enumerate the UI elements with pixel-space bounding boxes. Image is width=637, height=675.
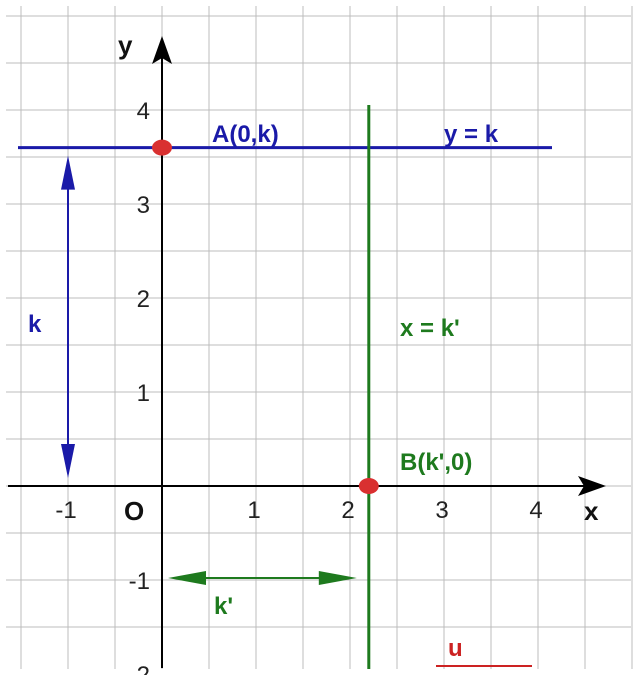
origin-label: O	[124, 496, 144, 526]
x-tick-label: -1	[55, 497, 76, 524]
k-arrow-up-icon	[61, 155, 75, 190]
k-prime-arrow-left-icon	[168, 571, 206, 585]
k-measure-label: k	[28, 311, 42, 338]
y-axis-name: y	[118, 30, 133, 60]
x-tick-label: 1	[247, 497, 260, 524]
line-x-equals-k-prime-label: x = k'	[400, 315, 460, 342]
k-arrow-down-icon	[61, 444, 75, 478]
y-tick-label: 3	[137, 192, 150, 219]
y-axis-arrow-icon	[152, 36, 172, 64]
y-tick-label: -1	[129, 568, 150, 595]
x-tick-label: 4	[529, 497, 542, 524]
point-a-label: A(0,k)	[212, 121, 279, 148]
x-tick-label: 3	[435, 497, 448, 524]
x-axis-arrow-icon	[578, 476, 606, 496]
line-y-equals-k-label: y = k	[444, 121, 499, 148]
x-axis-name: x	[584, 496, 599, 526]
y-tick-label: 1	[137, 380, 150, 407]
corner-label: u	[448, 635, 463, 662]
y-tick-label: 4	[137, 98, 150, 125]
k-prime-arrow-right-icon	[318, 571, 357, 585]
point-b-label: B(k',0)	[400, 449, 472, 476]
y-tick-label: -2	[129, 662, 150, 675]
point-b	[358, 478, 379, 494]
point-a	[152, 139, 172, 156]
k-prime-measure-label: k'	[214, 593, 233, 620]
y-tick-label: 2	[137, 286, 150, 313]
x-tick-label: 2	[341, 497, 354, 524]
